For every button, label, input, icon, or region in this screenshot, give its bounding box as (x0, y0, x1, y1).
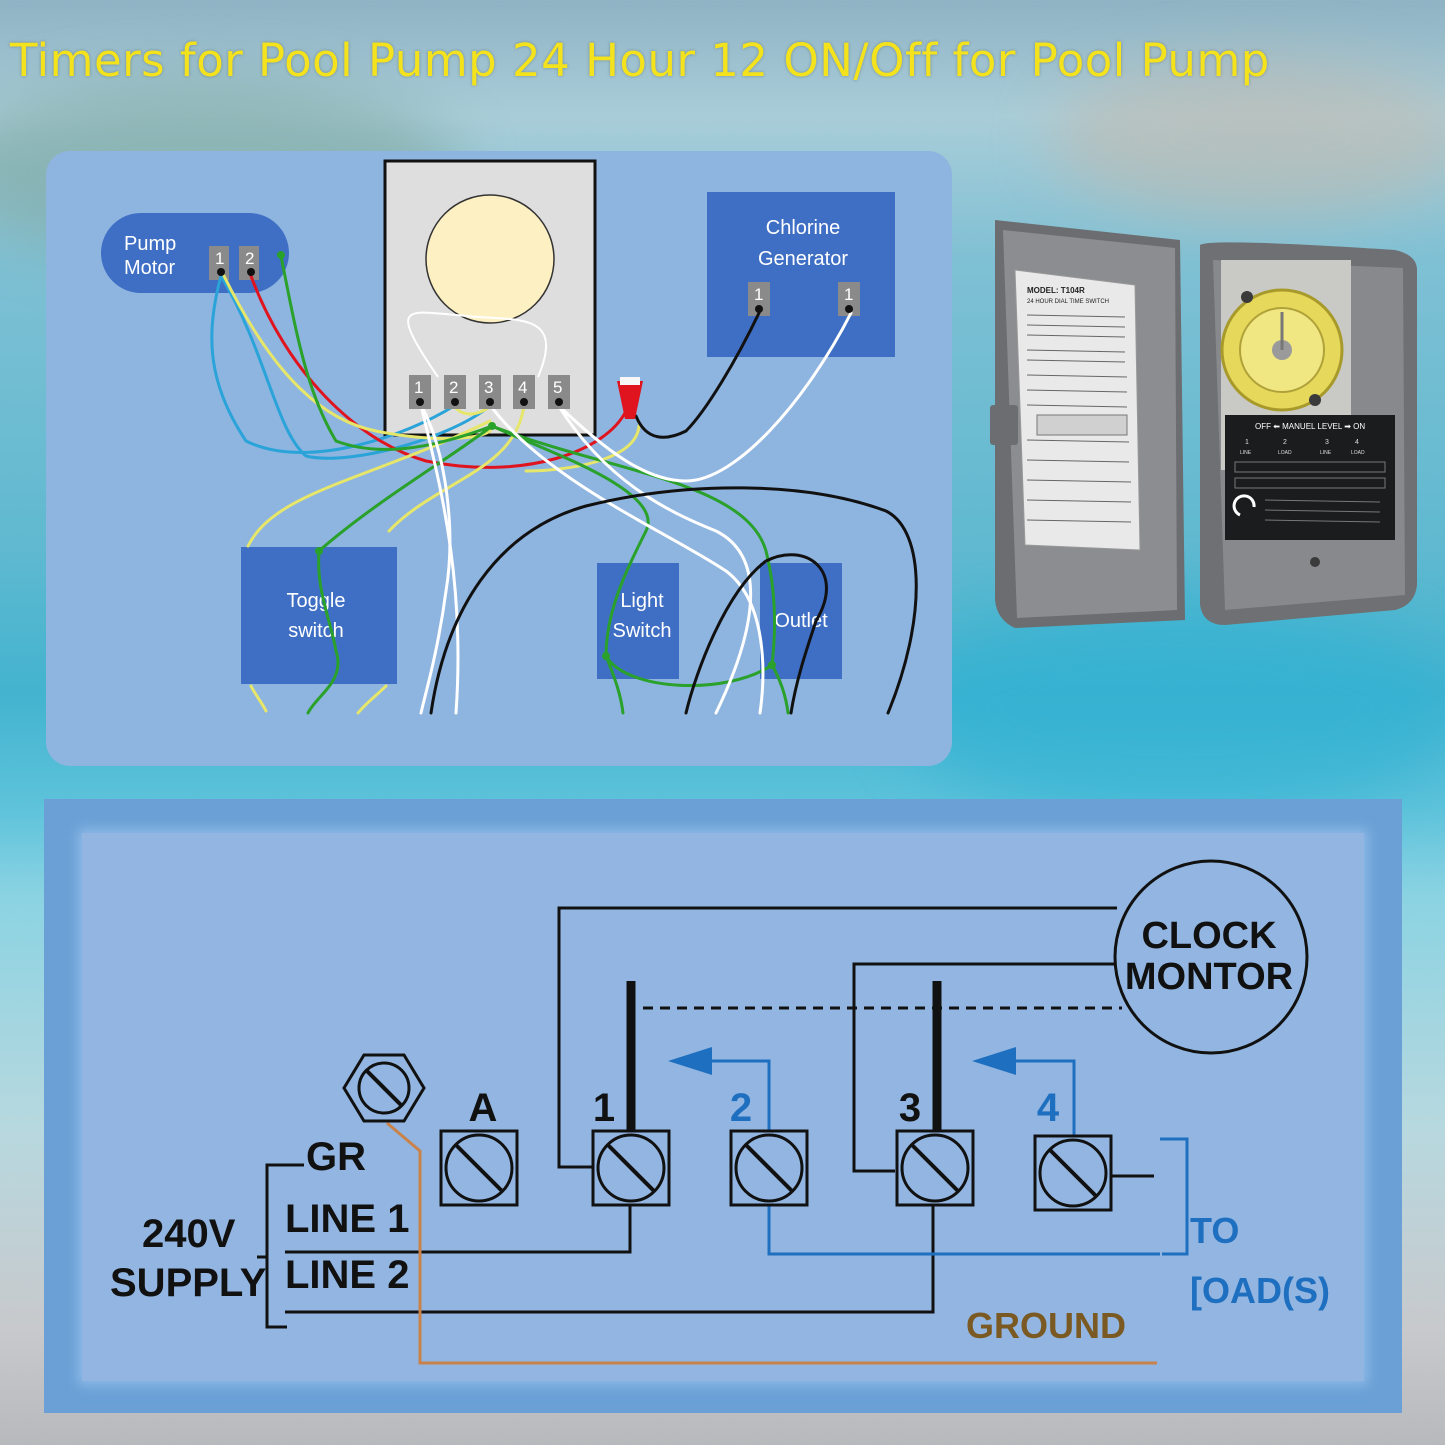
wiring-diagram: Pump Motor 1 2 Chlorine Generator 1 1 To… (101, 159, 918, 715)
svg-text:2: 2 (1283, 439, 1287, 446)
chlorine-terminal-a-dot (755, 305, 763, 313)
terminal-a (439, 1129, 519, 1207)
chlorine-terminal-b-label: 1 (844, 285, 853, 304)
svg-text:1: 1 (1245, 439, 1249, 446)
timer-terminal-3-label: 3 (484, 378, 493, 397)
manual-lever-label: OFF ⬅ MANUEL LEVEL ➡ ON (1255, 422, 1365, 431)
schematic-diagram: CLOCK MONTOR A 1 2 3 4 GR LINE 1 LINE 2 … (110, 859, 1330, 1365)
instruction-label (1014, 269, 1141, 551)
instruction-diagram (1036, 414, 1128, 436)
instruction-model: MODEL: T104R (1027, 286, 1085, 295)
loads-label: [OAD(S) (1190, 1270, 1330, 1311)
timer-product-photo: MODEL: T104R 24 HOUR DIAL TIME SWITCH OF… (985, 200, 1425, 640)
clock-motor-label-2: MONTOR (1125, 956, 1293, 998)
svg-text:LOAD: LOAD (1278, 450, 1292, 456)
supply-label: SUPPLY (110, 1261, 267, 1305)
timer-dial (425, 194, 555, 324)
timer-internal-wire (407, 311, 548, 378)
pump-terminal-2-label: 2 (245, 249, 254, 268)
chlorine-terminal-a-label: 1 (754, 285, 763, 304)
enclosure-screw (1310, 557, 1320, 567)
load-wires (698, 1059, 1189, 1256)
light-switch-label-2: Switch (613, 620, 672, 642)
schematic-panel: CLOCK MONTOR A 1 2 3 4 GR LINE 1 LINE 2 … (44, 799, 1402, 1413)
clock-motor-icon (1113, 859, 1309, 1055)
timer-terminal-4-label: 4 (518, 378, 527, 397)
cover-warning-lines (1234, 461, 1386, 523)
timer-terminal-2-label: 2 (449, 378, 458, 397)
timer-terminal-2 (444, 375, 466, 409)
wiring-wires (210, 254, 918, 715)
rotate-arrow-icon (1232, 494, 1256, 517)
arrow-2-icon (668, 1047, 712, 1075)
terminal-2-label: 2 (730, 1086, 752, 1130)
chlorine-terminal-a (748, 282, 770, 316)
chlorine-terminal-b-dot (845, 305, 853, 313)
clock-motor-label-1: CLOCK (1141, 915, 1277, 957)
chlorine-generator-label-1: Chlorine (766, 217, 840, 239)
ground-junction-dot (488, 422, 496, 430)
schematic-wires (257, 906, 1154, 1329)
chlorine-terminal-b (838, 282, 860, 316)
instruction-subtitle: 24 HOUR DIAL TIME SWITCH (1027, 299, 1109, 305)
pump-terminal-1-label: 1 (215, 249, 224, 268)
wire-nut-cap (620, 377, 640, 385)
pump-motor-label-1: Pump (124, 233, 176, 255)
timer-enclosure-illustration: MODEL: T104R 24 HOUR DIAL TIME SWITCH OF… (990, 220, 1417, 628)
to-label: TO (1190, 1210, 1239, 1251)
timer-terminal-1-label: 1 (414, 378, 423, 397)
terminal-1-label: 1 (593, 1086, 615, 1130)
schematic-terminals (439, 1129, 1113, 1212)
svg-text:4: 4 (1355, 439, 1359, 446)
timer-terminal-5-label: 5 (553, 378, 562, 397)
wiring-diagram-panel: Pump Motor 1 2 Chlorine Generator 1 1 To… (46, 151, 952, 766)
dial-tripper-1 (1241, 291, 1253, 303)
dial-tripper-2 (1309, 394, 1321, 406)
toggle-switch-label-1: Toggle (287, 590, 346, 612)
toggle-ground-dot (315, 547, 323, 555)
terminal-3-label: 3 (899, 1086, 921, 1130)
timer-terminal-5 (548, 375, 570, 409)
timer-terminal-3 (479, 375, 501, 409)
background-pool-water (900, 600, 1445, 820)
svg-text:LINE: LINE (1320, 450, 1332, 456)
ground-wire (386, 1121, 1157, 1365)
chlorine-generator-box (707, 192, 895, 357)
wire-nut (617, 381, 643, 419)
svg-text:LINE: LINE (1240, 450, 1252, 456)
svg-text:3: 3 (1325, 439, 1329, 446)
line1-label: LINE 1 (285, 1197, 409, 1241)
terminal-a-label: A (469, 1086, 498, 1130)
pump-ground-dot (277, 251, 285, 259)
ground-label: GROUND (966, 1305, 1126, 1346)
outlet-ground-dot (768, 661, 776, 669)
schematic-inner: CLOCK MONTOR A 1 2 3 4 GR LINE 1 LINE 2 … (82, 833, 1364, 1381)
line2-label: LINE 2 (285, 1253, 409, 1297)
pump-terminal-2-dot (247, 268, 255, 276)
arrow-4-icon (972, 1047, 1016, 1075)
cover-terminals: 1 2 3 4 LINE LOAD LINE LOAD (1240, 439, 1365, 456)
toggle-switch-label-2: switch (288, 620, 344, 642)
chlorine-generator-label-2: Generator (758, 248, 848, 270)
page-title: Timers for Pool Pump 24 Hour 12 ON/Off f… (10, 34, 1270, 87)
light-switch-label-1: Light (620, 590, 664, 612)
timer-terminal-block: 1 2 3 4 5 (409, 375, 570, 409)
light-ground-dot (602, 652, 610, 660)
door-latch (990, 405, 1018, 445)
instruction-text-lines (1026, 314, 1132, 523)
pump-terminal-1-dot (217, 268, 225, 276)
background-building (1050, 60, 1445, 220)
terminal-4-label: 4 (1037, 1086, 1060, 1130)
pump-motor-label-2: Motor (124, 257, 175, 279)
gr-label: GR (306, 1135, 366, 1179)
supply-voltage-label: 240V (142, 1212, 236, 1256)
svg-text:LOAD: LOAD (1351, 450, 1365, 456)
timer-terminal-1 (409, 375, 431, 409)
timer-terminal-4 (513, 375, 535, 409)
